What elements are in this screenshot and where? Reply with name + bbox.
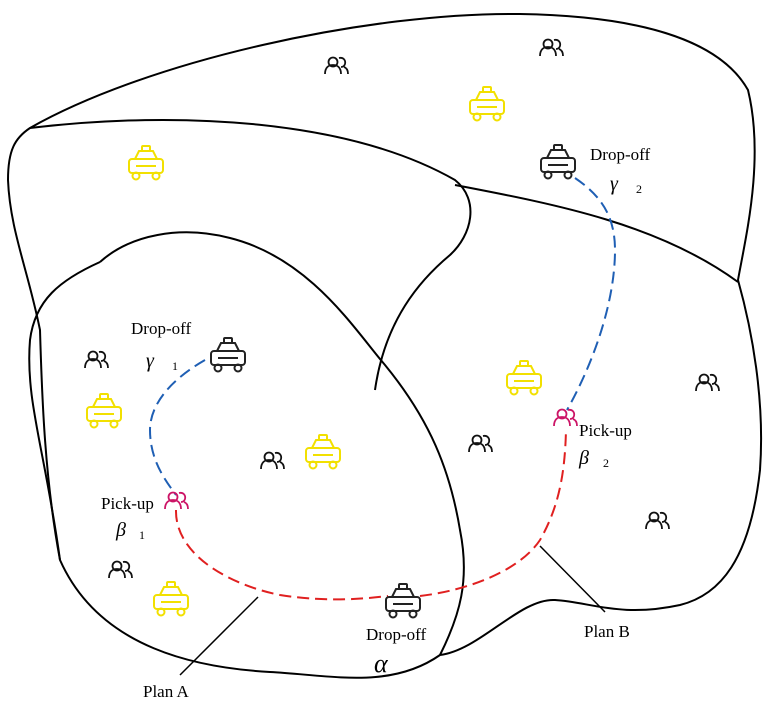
taxi-icon xyxy=(128,145,164,181)
passenger-icon xyxy=(695,373,720,392)
taxi-icon xyxy=(469,86,505,122)
passenger-icon xyxy=(645,511,670,530)
region-south-west xyxy=(99,231,465,656)
passenger-icon xyxy=(84,350,109,369)
taxi-icon xyxy=(86,393,122,429)
outer-region xyxy=(6,12,763,679)
region-north-west xyxy=(29,118,472,391)
passenger-icon xyxy=(468,434,493,453)
passenger-icon xyxy=(553,408,578,427)
gamma1-subscript: 1 xyxy=(172,359,178,373)
gamma1-symbol: γ xyxy=(146,350,155,372)
passenger-icon xyxy=(324,56,349,75)
taxi-icon xyxy=(540,144,576,180)
plan-a-pointer xyxy=(179,596,259,676)
dropoff-alpha-label: Drop-off xyxy=(366,625,426,644)
route-blue-plan-b xyxy=(566,177,617,411)
route-red-plan-b xyxy=(419,429,567,597)
route-red-plan-a xyxy=(174,509,389,601)
beta2-subscript: 2 xyxy=(603,456,609,470)
taxi-icon xyxy=(153,581,189,617)
taxi-icon xyxy=(305,434,341,470)
beta2-symbol: β xyxy=(578,447,589,469)
beta1-subscript: 1 xyxy=(139,528,145,542)
pickup-beta1-label: Pick-up xyxy=(101,494,154,513)
region-west-inner xyxy=(28,261,101,561)
dropoff-gamma1-label: Drop-off xyxy=(131,319,191,338)
gamma2-symbol: γ xyxy=(610,173,619,195)
passenger-icon xyxy=(164,491,189,510)
passenger-icon xyxy=(108,560,133,579)
beta1-symbol: β xyxy=(115,519,126,541)
dropoff-gamma2-label: Drop-off xyxy=(590,145,650,164)
route-blue-plan-a xyxy=(148,359,206,496)
plan-a-label: Plan A xyxy=(143,682,190,701)
plan-b-label: Plan B xyxy=(584,622,630,641)
alpha-symbol: α xyxy=(374,649,389,678)
plan-b-pointer xyxy=(539,545,606,613)
region-boundary-east xyxy=(454,184,739,283)
gamma2-subscript: 2 xyxy=(636,182,642,196)
passenger-icon xyxy=(260,451,285,470)
pickup-beta2-label: Pick-up xyxy=(579,421,632,440)
taxi-icon xyxy=(506,360,542,396)
passenger-icon xyxy=(539,38,564,57)
taxi-icon xyxy=(385,583,421,619)
taxi-icon xyxy=(210,337,246,373)
